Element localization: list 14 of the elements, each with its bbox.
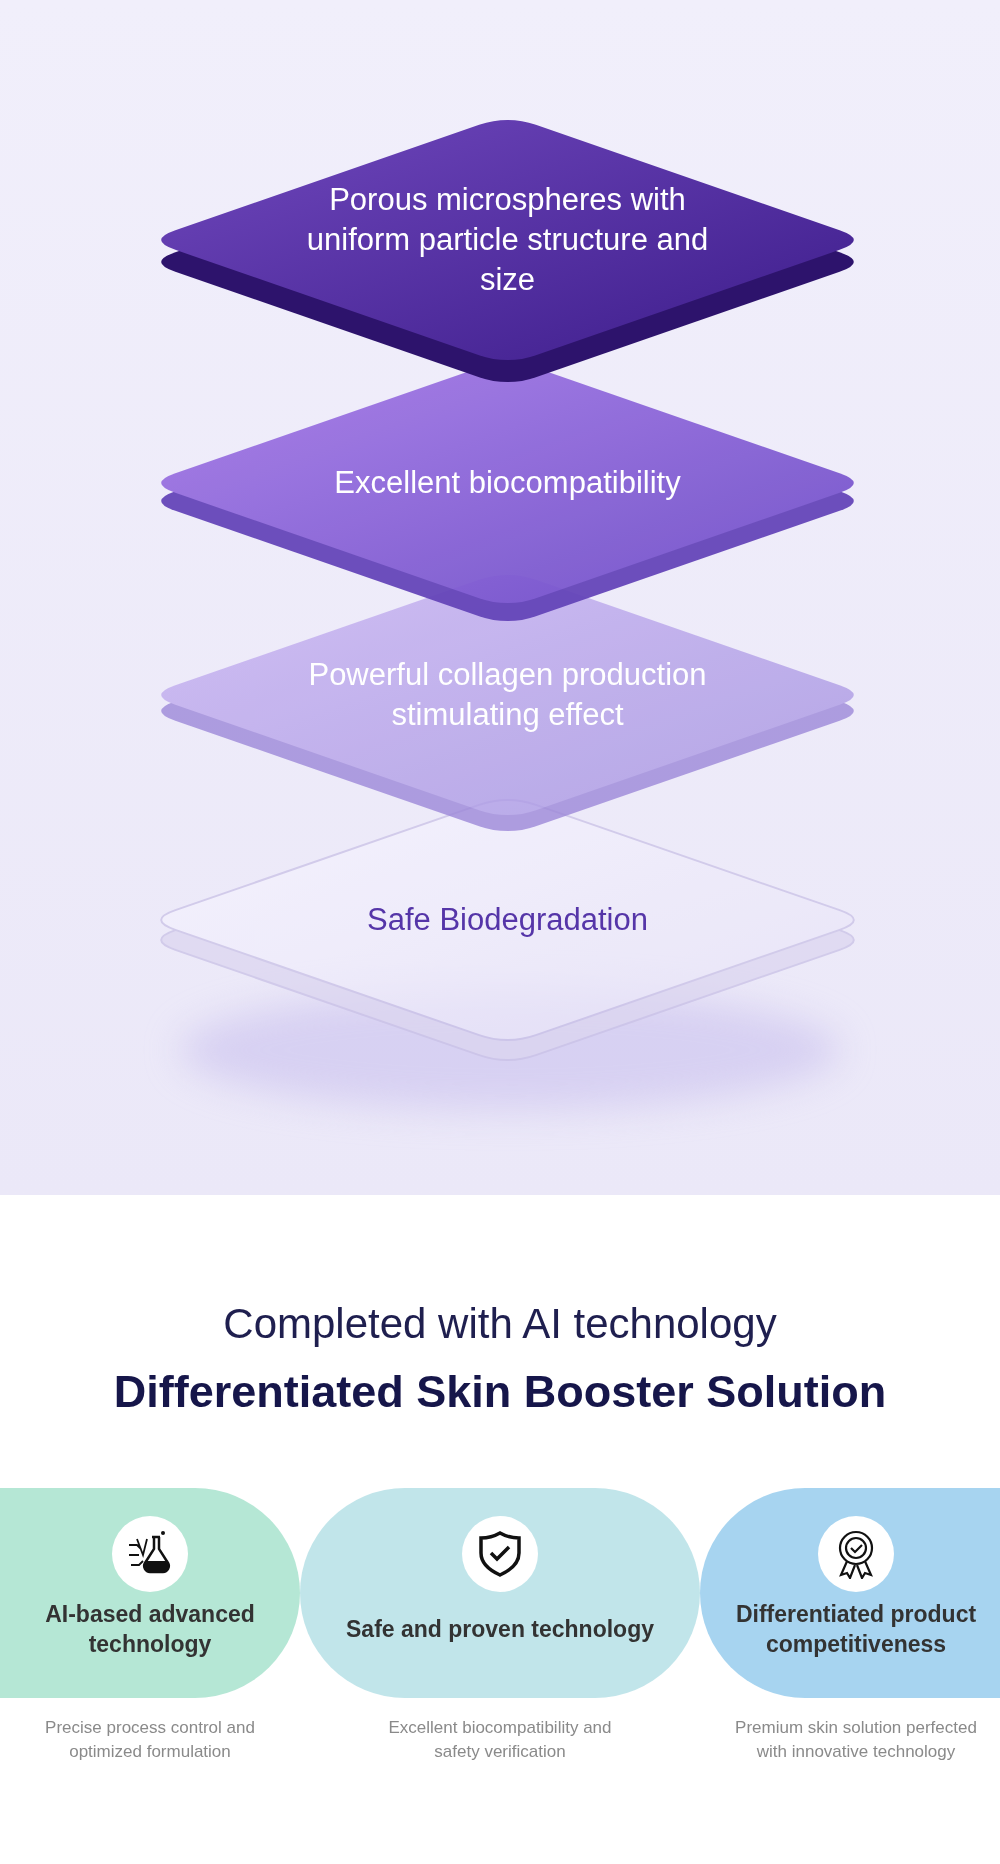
feature-pill (700, 1488, 1000, 1698)
feature-pill (0, 1488, 300, 1698)
feature-title: Differentiated product competitiveness (734, 1600, 978, 1659)
layer-label: Safe Biodegradation (367, 900, 648, 939)
feature-description: Premium skin solution perfected with innovative technology (734, 1717, 978, 1763)
feature-title: Safe and proven technology (346, 1615, 654, 1645)
feature-title: AI-based advanced technology (44, 1600, 256, 1659)
layer-label: Excellent biocompatibility (334, 463, 681, 502)
heading: Differentiated Skin Booster Solution (112, 1366, 888, 1418)
layer-label: Porous microspheres with uniform particle structure and size (305, 180, 710, 300)
layer-label: Powerful collagen production stimulating effect (307, 655, 708, 734)
subheading: Completed with AI technology (222, 1300, 778, 1348)
feature-description: Excellent biocompatibility and safety verification (387, 1717, 613, 1763)
feature-description: Precise process control and optimized formulation (44, 1717, 256, 1763)
